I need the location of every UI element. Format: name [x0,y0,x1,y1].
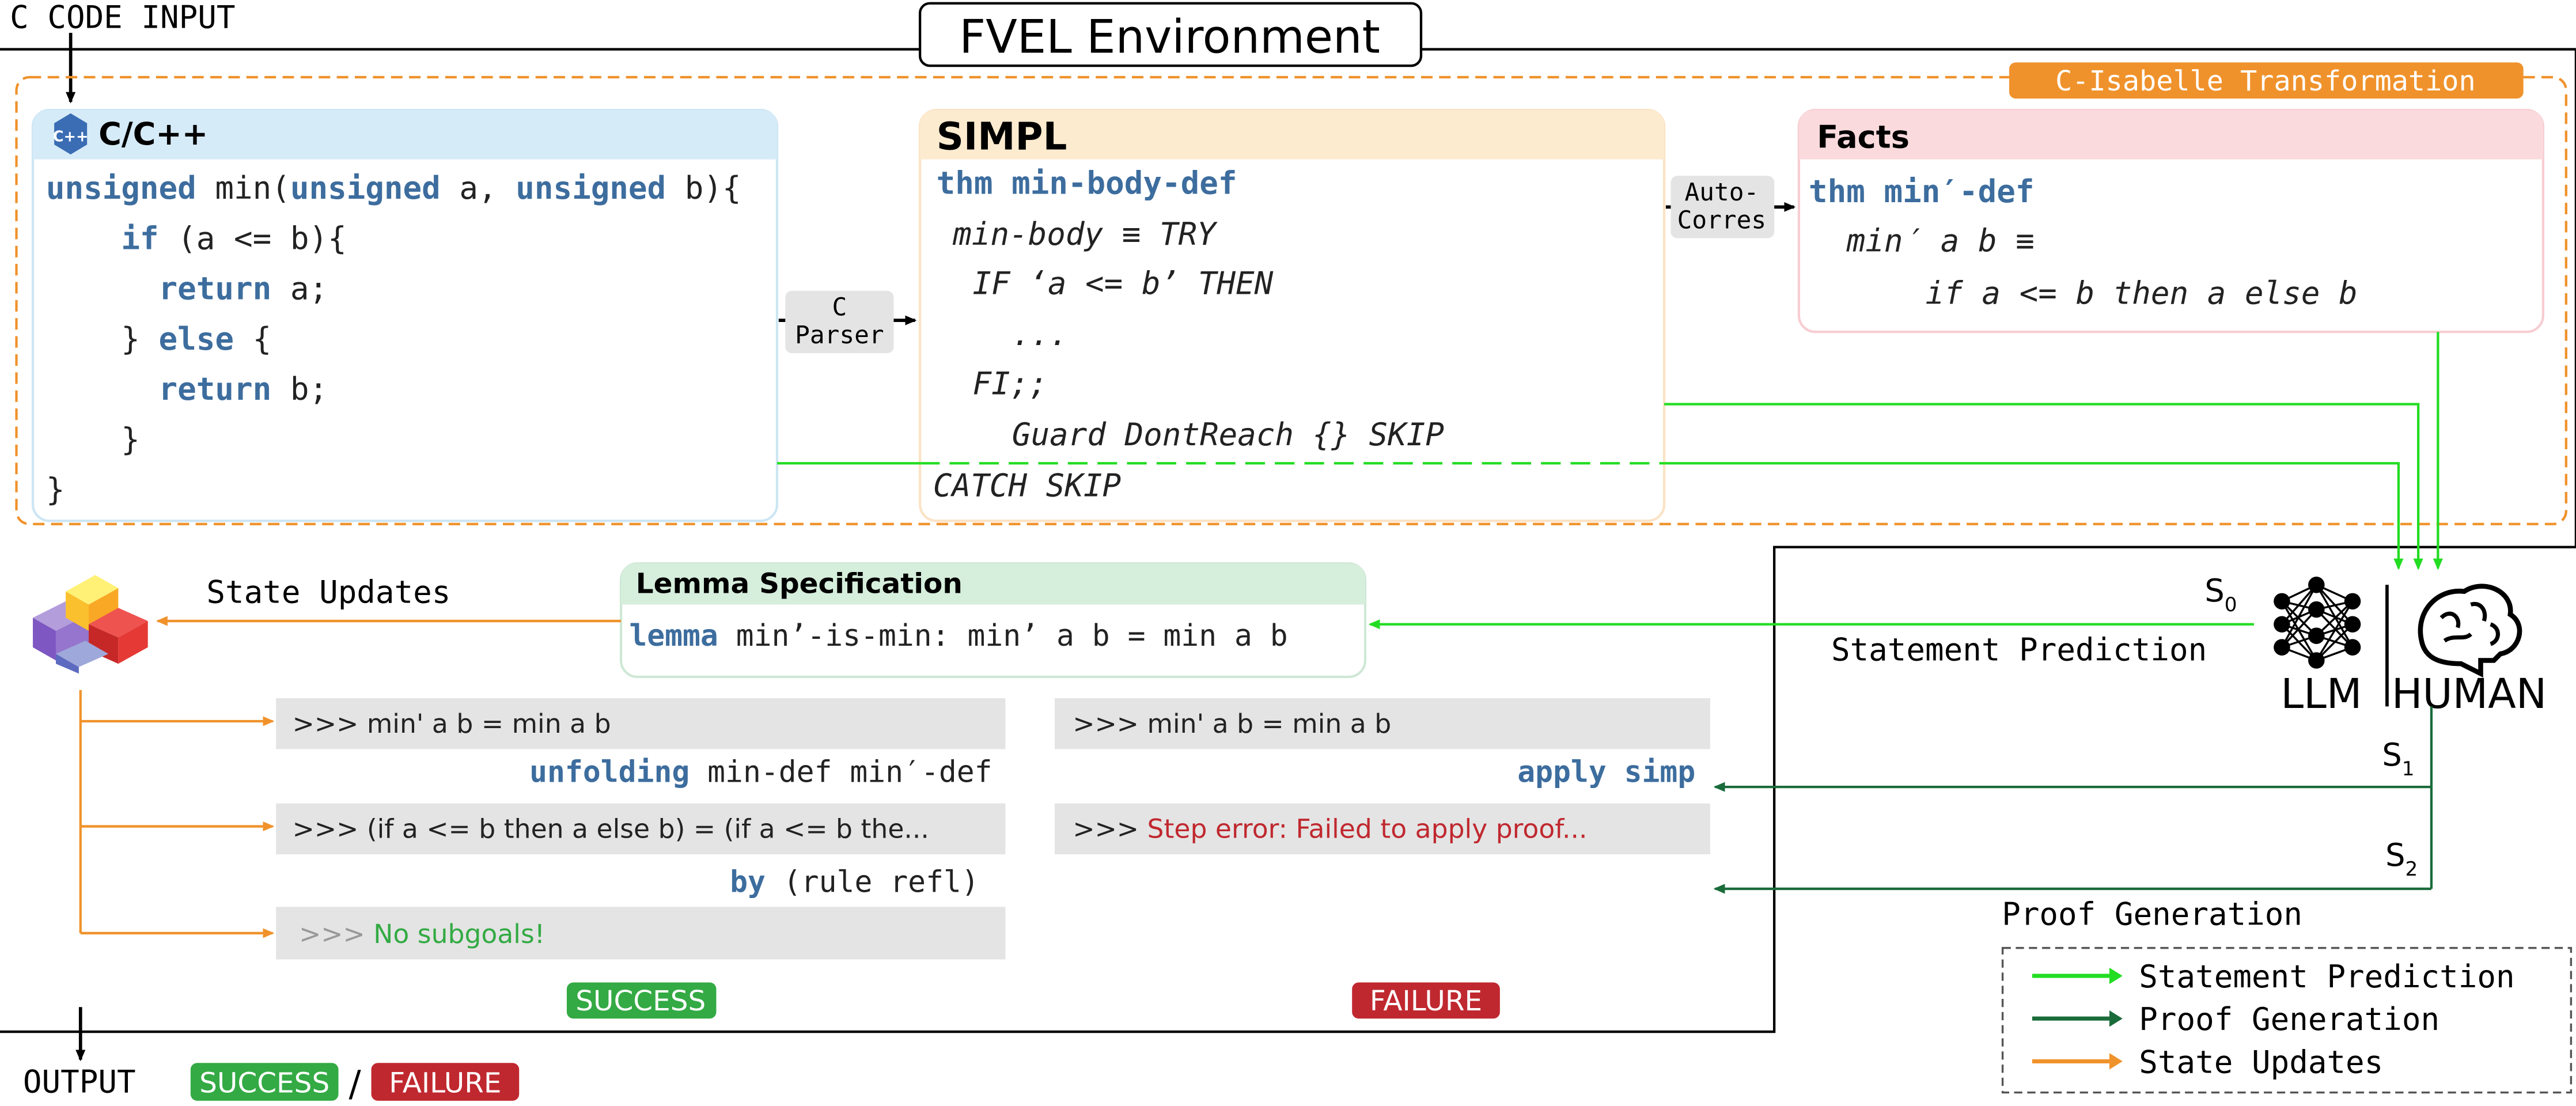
c-code-line: } [46,421,140,457]
success-tactic-1: unfolding min-def min′-def [529,755,992,790]
c-parser-box [785,290,894,354]
output-success-badge [190,1063,339,1101]
failure-error-text: >>> Step error: Failed to apply proof... [1073,814,1587,844]
autocorres-label-2: Corres [1677,206,1766,234]
autocorres-box [1670,176,1775,238]
success-goal-3-text: >>> No subgoals! [299,919,545,949]
brain-icon [2418,584,2522,678]
simpl-line: CATCH SKIP [933,467,1121,503]
statement-prediction-label: Statement Prediction [1831,632,2207,668]
autocorres-label-1: Auto- [1685,178,1759,207]
state-updates-label: State Updates [206,574,450,611]
lemma-box-title: Lemma Specification [636,568,963,600]
c-code-input-label: C CODE INPUT [10,0,235,35]
simpl-thm-line: thm min-body-def [937,165,1237,202]
c-parser-label-2: Parser [795,321,884,350]
output-success-label: SUCCESS [199,1067,329,1100]
environment-frame [0,48,2576,1033]
success-tactic-2: by (rule refl) [730,865,979,900]
simpl-line: Guard DontReach {} SKIP [1012,416,1444,453]
c-box-header [33,110,777,160]
legend-label: State Updates [2139,1044,2383,1080]
output-failure-badge [371,1063,520,1101]
success-goal-1 [276,698,1006,749]
legend-arrowhead [2109,1053,2123,1070]
environment-title-box [918,2,1423,67]
failure-badge-label: FAILURE [1370,985,1482,1017]
c-code-block: unsigned min(unsigned a, unsigned b){ if… [46,170,741,508]
output-slash: / [348,1062,361,1104]
s0-label: S0 [2204,573,2237,616]
legend-arrowhead [2109,967,2123,984]
environment-title: FVEL Environment [959,10,1380,63]
human-label: HUMAN [2392,670,2547,718]
c-code-line: } else { [46,321,271,357]
failure-tactic-1: apply simp [1517,755,1695,790]
facts-box-title: Facts [1817,119,1910,156]
c-parser-label-1: C [832,293,847,322]
cpp-logo-icon: C++ [53,113,89,155]
simpl-line: min-body ≡ TRY [952,216,1218,252]
c-code-line: return a; [46,271,328,307]
isabelle-cube-icon [33,575,148,674]
failure-badge [1352,982,1500,1019]
failure-goal-1 [1054,698,1710,749]
facts-line-1: min′ a b ≡ [1846,222,2035,259]
c-code-line: } [46,472,65,508]
c-code-line: if (a <= b){ [46,220,347,256]
legend-arrowhead [2109,1010,2123,1027]
feed-line-simpl [1664,403,2423,570]
llm-label: LLM [2280,670,2362,718]
feed-line-c-continue [1664,462,2404,570]
s1-label: S1 [2382,737,2414,781]
success-goal-2 [276,803,1006,855]
simpl-box-title: SIMPL [937,115,1067,159]
facts-thm-line: thm min′-def [1809,173,2034,210]
simpl-line: IF ‘a <= b’ THEN [972,266,1273,302]
legend-label: Statement Prediction [2139,959,2514,995]
legend-label: Proof Generation [2139,1001,2439,1037]
facts-line-2: if a <= b then a else b [1926,275,2358,312]
transformation-tag [2009,62,2524,99]
svg-text:C++: C++ [53,128,89,145]
proof-generation-label: Proof Generation [2002,896,2302,933]
s2-label: S2 [2385,837,2418,881]
transformation-label: C-Isabelle Transformation [2055,65,2476,97]
c-code-line: return b; [46,371,328,407]
success-goal-1-text: >>> min' a b = min a b [293,709,611,739]
success-badge-label: SUCCESS [575,985,706,1017]
neural-network-icon [2274,577,2361,669]
c-box-title: C/C++ [99,116,208,152]
facts-box-header [1798,110,2543,160]
lemma-statement: lemma min’-is-min: min’ a b = min a b [629,619,1287,653]
simpl-line: ... [1012,316,1069,353]
output-failure-label: FAILURE [389,1067,501,1100]
c-code-line: unsigned min(unsigned a, unsigned b){ [46,170,741,206]
failure-goal-1-text: >>> min' a b = min a b [1073,709,1391,739]
lemma-box-header [621,563,1366,605]
simpl-box-header [920,110,1665,160]
simpl-line: FI;; [972,365,1047,402]
output-label: OUTPUT [23,1064,136,1100]
success-goal-2-text: >>> (if a <= b then a else b) = (if a <=… [293,814,929,844]
transformation-region [15,75,2567,525]
success-goal-3 [276,907,1006,960]
success-badge [566,982,717,1019]
failure-error [1054,803,1710,855]
